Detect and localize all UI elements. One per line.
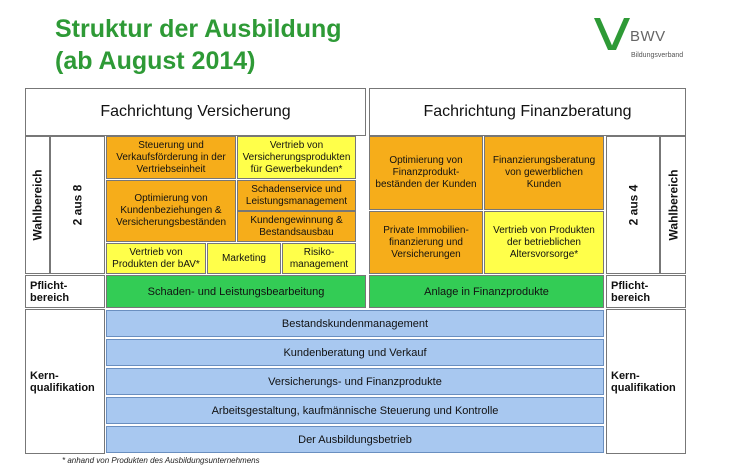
kern-bestandskunden: Bestandskundenmanagement (106, 310, 604, 337)
logo-brand: BWV (630, 28, 666, 45)
module-risiko: Risiko-management (282, 243, 356, 274)
module-finanzierungsberatung: Finanzierungsberatung von gewerblichen K… (484, 136, 604, 210)
pflicht-anlage: Anlage in Finanzprodukte (369, 275, 604, 308)
page-subtitle: (ab August 2014) (55, 47, 256, 75)
header-versicherung: Fachrichtung Versicherung (25, 88, 366, 136)
module-optimierung-kunden: Optimierung von Kundenbeziehungen & Vers… (106, 180, 236, 242)
pflichtbereich-label-left: Pflicht-bereich (25, 275, 105, 308)
wahlbereich-label-left: Wahlbereich (25, 136, 50, 274)
kern-arbeitsgestaltung: Arbeitsgestaltung, kaufmännische Steueru… (106, 397, 604, 424)
header-finanzberatung: Fachrichtung Finanzberatung (369, 88, 686, 136)
module-marketing: Marketing (207, 243, 281, 274)
pflichtbereich-label-right: Pflicht-bereich (606, 275, 686, 308)
wahl-count-left: 2 aus 8 (50, 136, 105, 274)
module-schadenservice: Schadenservice und Leistungsmanagement (237, 180, 356, 211)
module-bav: Vertrieb von Produkten der bAV* (106, 243, 206, 274)
kern-ausbildungsbetrieb: Der Ausbildungsbetrieb (106, 426, 604, 453)
kern-produkte: Versicherungs- und Finanzprodukte (106, 368, 604, 395)
kernqualifikation-label-right: Kern-qualifikation (606, 309, 686, 454)
module-optimierung-finanz: Optimierung von Finanzprodukt-beständen … (369, 136, 483, 210)
footnote: * anhand von Produkten des Ausbildungsun… (62, 456, 260, 465)
logo-subtitle: Bildungsverband (631, 52, 684, 59)
module-immobilien: Private Immobilien-finanzierung und Vers… (369, 211, 483, 274)
module-kundengewinnung: Kundengewinnung & Bestandsausbau (237, 211, 356, 242)
wahl-count-right: 2 aus 4 (606, 136, 660, 274)
kernqualifikation-label-left: Kern-qualifikation (25, 309, 105, 454)
module-vertrieb-gewerbe: Vertrieb von Versicherungsprodukten für … (237, 136, 356, 179)
module-altersvorsorge: Vertrieb von Produkten der betrieblichen… (484, 211, 604, 274)
kern-kundenberatung: Kundenberatung und Verkauf (106, 339, 604, 366)
wahlbereich-label-right: Wahlbereich (660, 136, 686, 274)
pflicht-schaden: Schaden- und Leistungsbearbeitung (106, 275, 366, 308)
module-steuerung: Steuerung und Verkaufsförderung in der V… (106, 136, 236, 179)
page-title: Struktur der Ausbildung (55, 15, 342, 43)
bwv-logo-icon (594, 18, 630, 50)
